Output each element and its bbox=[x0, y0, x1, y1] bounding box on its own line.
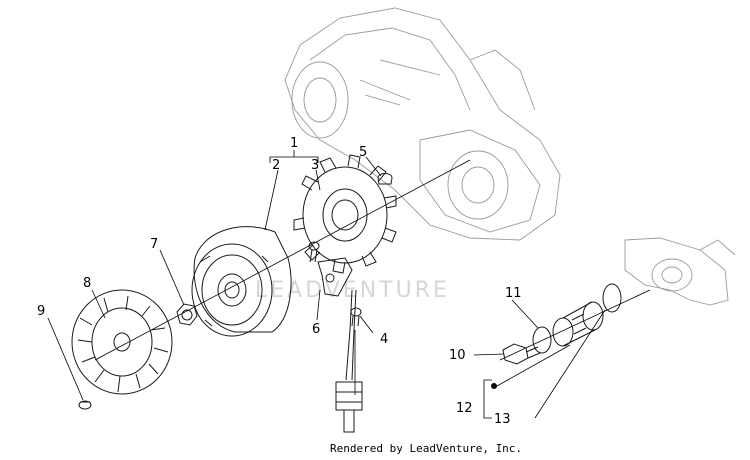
callout-4: 4 bbox=[380, 332, 388, 347]
oil-filter-screen bbox=[552, 301, 604, 347]
stator-screw bbox=[308, 241, 320, 263]
callout-1: 1 bbox=[290, 136, 298, 151]
o-ring-large bbox=[602, 283, 622, 313]
callout-7: 7 bbox=[150, 237, 158, 252]
render-credit: Rendered by LeadVenture, Inc. bbox=[330, 442, 522, 455]
callout-12: 12 bbox=[456, 401, 473, 416]
o-ring-small bbox=[532, 326, 552, 354]
fan-screw bbox=[78, 400, 92, 410]
callout-10: 10 bbox=[449, 348, 466, 363]
callout-3: 3 bbox=[311, 158, 319, 173]
flywheel-rotor bbox=[191, 226, 292, 337]
cooling-fan bbox=[71, 289, 173, 395]
assembly-axis-lines bbox=[94, 159, 651, 395]
callout-5: 5 bbox=[359, 145, 367, 160]
callout-13: 13 bbox=[494, 412, 511, 427]
woodruff-key bbox=[377, 173, 393, 185]
engine-casing-right bbox=[624, 237, 736, 306]
callout-11: 11 bbox=[505, 286, 522, 301]
callout-2: 2 bbox=[272, 158, 280, 173]
crankcase-housing bbox=[284, 7, 561, 241]
callout-9: 9 bbox=[37, 304, 45, 319]
drain-plug bbox=[502, 343, 541, 365]
callout-leaders bbox=[47, 150, 606, 419]
callout-8: 8 bbox=[83, 276, 91, 291]
callout-labels: 1 2 3 4 5 6 7 8 9 10 11 12 13 bbox=[37, 136, 522, 427]
watermark-text: LEADVENTURE bbox=[255, 278, 450, 303]
callout-6: 6 bbox=[312, 322, 320, 337]
wiring-harness bbox=[335, 289, 363, 433]
leader-dot bbox=[491, 383, 497, 389]
stator bbox=[293, 154, 397, 274]
pickup-bracket bbox=[317, 257, 353, 297]
pickup-screw bbox=[350, 307, 362, 327]
